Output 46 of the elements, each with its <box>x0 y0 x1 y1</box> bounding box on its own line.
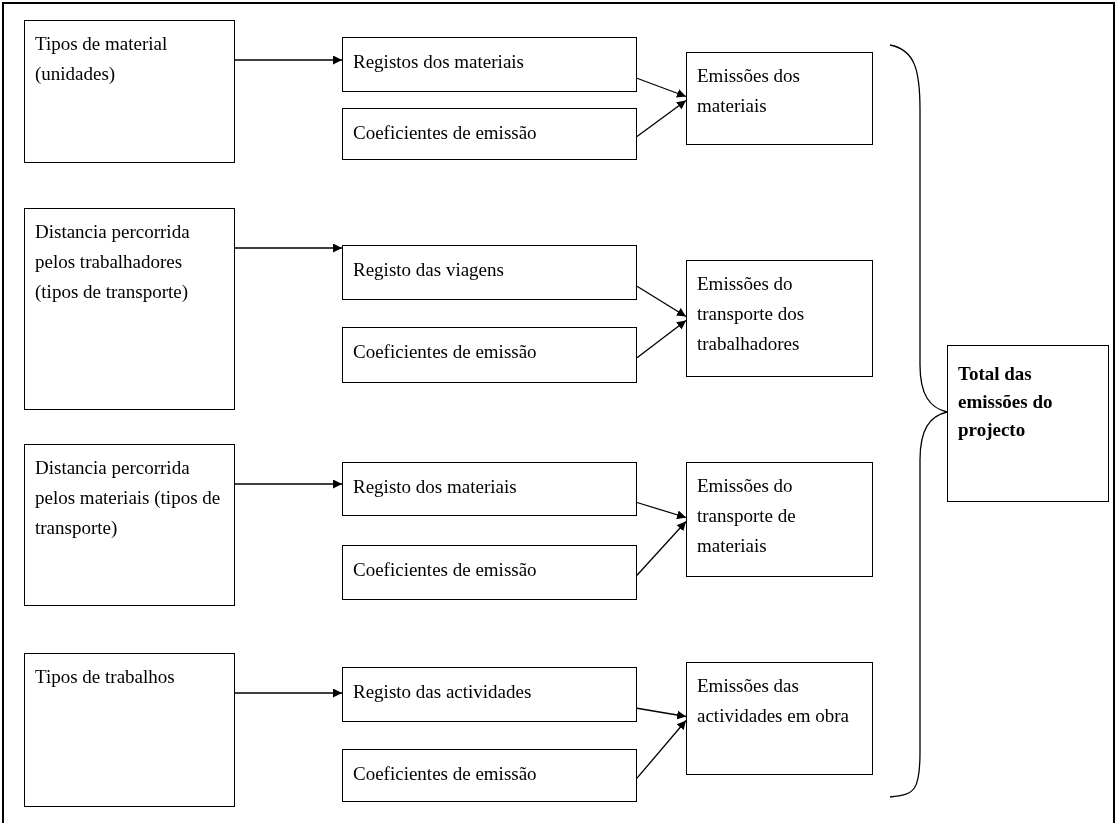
box-text: Distancia percorrida pelos materiais (tipos de transporte) <box>35 456 222 540</box>
box-text: Coeficientes de emissão <box>353 762 538 786</box>
process-box <box>686 260 873 377</box>
process-box <box>342 462 637 516</box>
arrow <box>234 688 343 698</box>
process-box <box>342 545 637 600</box>
arrow <box>636 99 687 138</box>
box-text: Coeficientes de emissão <box>353 558 538 582</box>
arrow <box>234 479 343 489</box>
box-text: Emissões do transporte dos trabalhadores <box>697 272 806 356</box>
box-text: Emissões do transporte de materiais <box>697 474 797 558</box>
arrow <box>234 55 343 65</box>
arrow <box>636 707 687 720</box>
box-text: Registos dos materiais <box>353 50 525 74</box>
arrow <box>636 520 687 576</box>
arrow <box>636 77 687 98</box>
arrow <box>636 501 687 520</box>
process-box <box>24 20 235 163</box>
box-text: Registo dos materiais <box>353 475 518 499</box>
process-box <box>342 37 637 92</box>
arrow <box>636 285 687 318</box>
process-box <box>342 749 637 802</box>
box-text: Registo das actividades <box>353 680 533 704</box>
box-text: Total das emissões do projecto <box>958 362 1054 442</box>
box-text: Emissões das actividades em obra <box>697 674 850 728</box>
process-box <box>686 462 873 577</box>
process-box <box>24 208 235 410</box>
process-box <box>342 327 637 383</box>
process-box <box>342 108 637 160</box>
box-text: Tipos de material (unidades) <box>35 32 169 86</box>
box-text: Registo das viagens <box>353 258 505 282</box>
box-text: Coeficientes de emissão <box>353 340 538 364</box>
box-text: Coeficientes de emissão <box>353 121 538 145</box>
process-box <box>686 52 873 145</box>
box-text: Emissões dos materiais <box>697 64 801 118</box>
arrow <box>636 319 687 359</box>
process-box <box>342 667 637 722</box>
arrow <box>636 719 687 779</box>
box-text: Tipos de trabalhos <box>35 665 176 689</box>
process-box <box>24 444 235 606</box>
box-text: Distancia percorrida pelos trabalhadores (tipos de transporte) <box>35 220 191 304</box>
total-box <box>947 345 1109 502</box>
process-box <box>686 662 873 775</box>
arrow <box>234 243 343 253</box>
process-box <box>24 653 235 807</box>
process-box <box>342 245 637 300</box>
